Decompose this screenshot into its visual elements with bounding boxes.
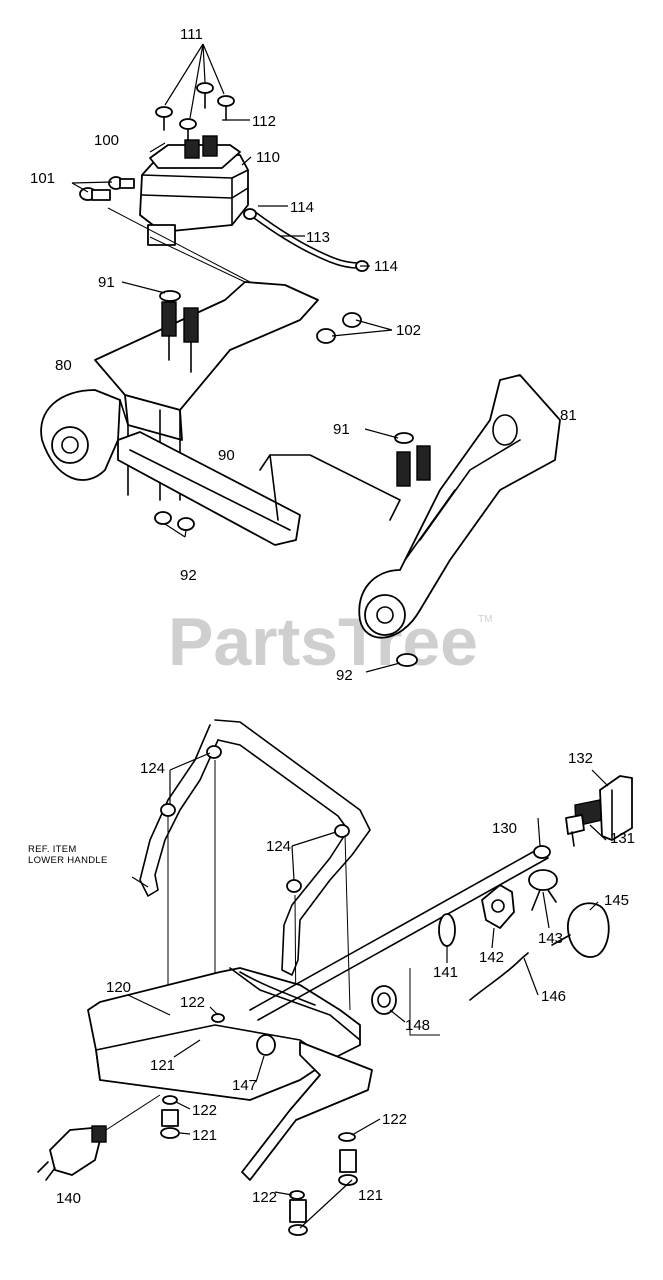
cable-146 [469, 952, 529, 1001]
knobs-124 [160, 745, 350, 893]
callout-102: 102 [396, 322, 421, 339]
callout-90: 90 [218, 447, 235, 464]
callout-131: 131 [610, 830, 635, 847]
callout-121b: 121 [192, 1127, 217, 1144]
callout-111: 111 [180, 26, 203, 43]
clips-102 [316, 312, 362, 344]
callout-132: 132 [568, 750, 593, 767]
callout-121a: 121 [150, 1057, 175, 1074]
springs-91-upper [159, 290, 199, 373]
callout-114a: 114 [290, 199, 314, 216]
control-box-110 [139, 154, 249, 246]
switch-140 [37, 1094, 161, 1181]
axle-bar-90 [117, 431, 401, 546]
bolts-101 [79, 176, 135, 201]
callout-81: 81 [560, 407, 577, 424]
ref-note-line1: REF. ITEM [28, 844, 77, 855]
callout-92b: 92 [336, 667, 353, 684]
callout-146: 146 [541, 988, 566, 1005]
callout-100: 100 [94, 132, 119, 149]
upper-leader-lines [71, 43, 401, 673]
callout-147: 147 [232, 1077, 257, 1094]
mount-plate-120 [87, 967, 373, 1181]
callout-110: 110 [256, 149, 280, 166]
callout-124a: 124 [140, 760, 165, 777]
callout-101: 101 [30, 170, 55, 187]
callout-120: 120 [106, 979, 131, 996]
callout-80: 80 [55, 357, 72, 374]
lower-leader-lines [127, 752, 609, 1229]
washers-92-left [154, 511, 195, 531]
callout-122b: 122 [192, 1102, 217, 1119]
watermark-trademark: TM [478, 614, 492, 625]
callout-114b: 114 [374, 258, 398, 275]
callout-122d: 122 [252, 1189, 277, 1206]
switch-plate-100 [149, 135, 241, 169]
bearing-141-142 [438, 884, 515, 947]
wire-113 [243, 208, 369, 272]
screws-111 [155, 82, 235, 141]
callout-92a: 92 [180, 567, 197, 584]
callout-141: 141 [433, 964, 458, 981]
callout-140: 140 [56, 1190, 81, 1207]
callout-145: 145 [604, 892, 629, 909]
bushings-147-148 [256, 985, 397, 1056]
washers-92-right [396, 653, 418, 667]
callout-122a: 122 [180, 994, 205, 1011]
callout-122c: 122 [382, 1111, 407, 1128]
watermark: PartsTree [168, 604, 478, 680]
callout-130: 130 [492, 820, 517, 837]
lower-handle-ref [139, 719, 371, 1060]
callout-113: 113 [306, 229, 330, 246]
fasteners-121-122 [160, 1013, 358, 1236]
callout-91a: 91 [98, 274, 115, 291]
callout-124b: 124 [266, 838, 291, 855]
callout-91b: 91 [333, 421, 350, 438]
callout-121c: 121 [358, 1187, 383, 1204]
callout-148: 148 [405, 1017, 430, 1034]
choke-knob-145 [551, 902, 610, 958]
ref-note-line2: LOWER HANDLE [28, 855, 108, 866]
callout-142: 142 [479, 949, 504, 966]
springs-91-right [394, 432, 431, 487]
key-switch [528, 799, 603, 911]
frame-plate-81 [358, 374, 561, 639]
callout-112: 112 [252, 113, 276, 130]
callout-143: 143 [538, 930, 563, 947]
frame-plate-80 [40, 281, 319, 501]
